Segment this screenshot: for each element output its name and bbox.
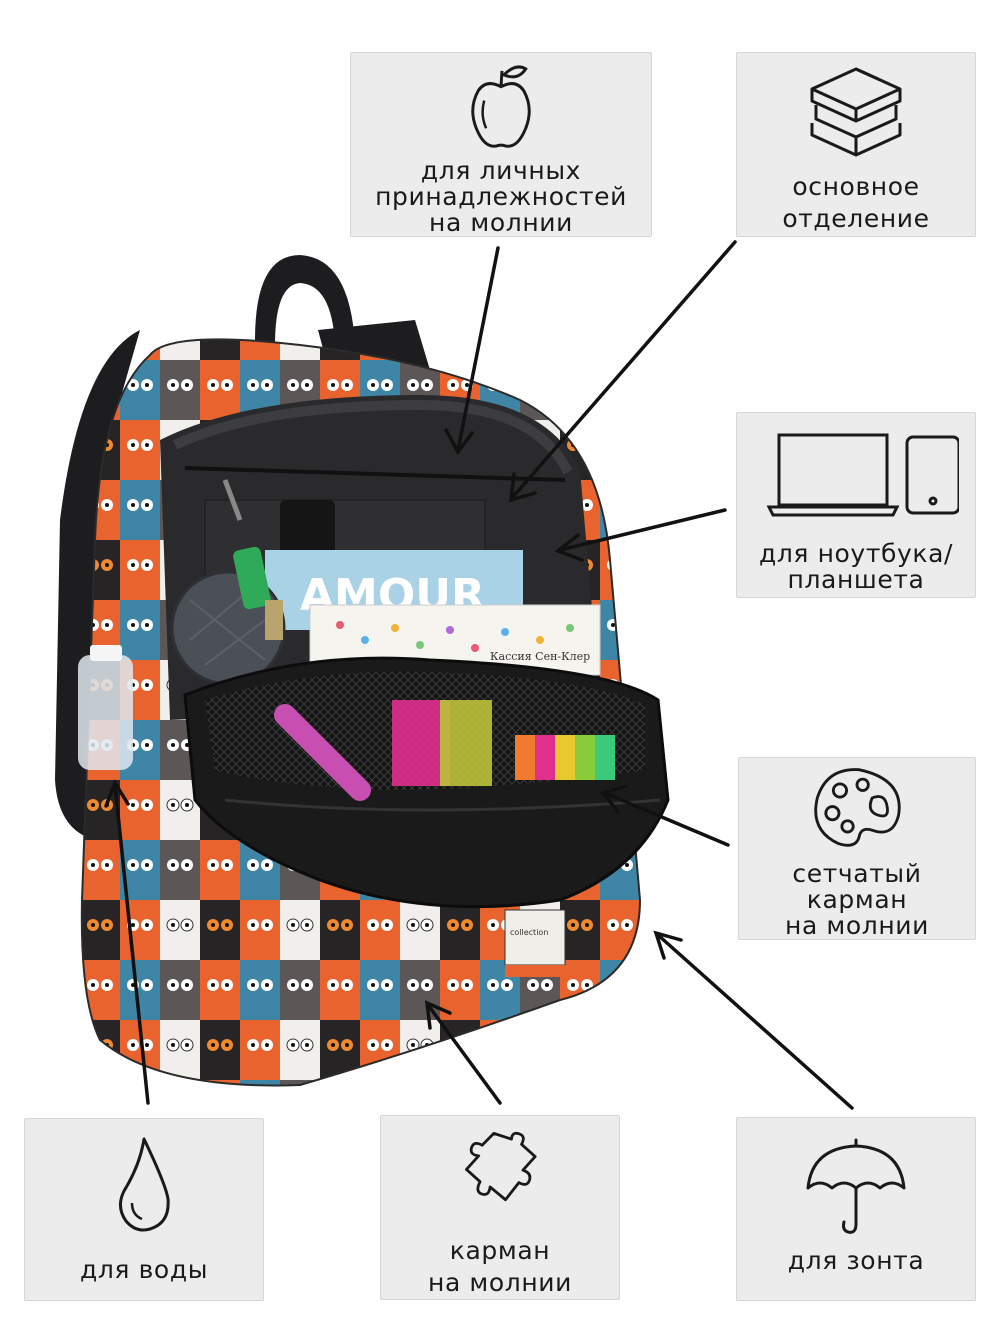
callout-umbrella-label: для зонта	[787, 1246, 925, 1275]
callout-personal-label: для личных принадлежностей на молнии	[375, 156, 627, 237]
callout-laptop-label: для ноутбука/ планшета	[758, 539, 954, 594]
book-author: Кассия Сен-Клер	[490, 650, 590, 663]
callout-umbrella: для зонта	[736, 1117, 976, 1301]
water-drop-icon	[119, 1137, 170, 1232]
laptop-tablet-icon	[766, 433, 959, 517]
umbrella-icon	[806, 1138, 906, 1234]
patch-text: collection	[510, 928, 548, 937]
callout-laptop-tablet: для ноутбука/ планшета	[736, 412, 976, 598]
apple-icon	[471, 65, 531, 148]
top-handle	[255, 255, 355, 345]
callout-zip-pocket: карман на молнии	[380, 1115, 620, 1300]
brand-patch	[504, 909, 566, 966]
arrow-laptop	[554, 508, 727, 562]
arrow-main	[508, 240, 737, 503]
callout-main-label: основное отделение	[782, 172, 930, 233]
books-icon	[810, 67, 902, 157]
palette-icon	[814, 768, 901, 847]
arrow-personal	[444, 246, 500, 456]
water-bottle	[78, 655, 133, 770]
green-key	[233, 546, 271, 610]
arrow-mesh	[600, 784, 730, 847]
arrow-water	[104, 779, 150, 1105]
callout-zip-pocket-label: карман на молнии	[428, 1236, 572, 1297]
arrow-zip-pocket	[424, 1000, 502, 1105]
callout-water-label: для воды	[79, 1255, 209, 1284]
callout-personal-items: для личных принадлежностей на молнии	[350, 52, 652, 237]
puzzle-icon	[465, 1131, 537, 1202]
callout-water: для воды	[24, 1118, 264, 1301]
callout-mesh-label: сетчатый карман на молнии	[785, 859, 929, 940]
callout-mesh-pocket: сетчатый карман на молнии	[738, 757, 976, 940]
callout-main-compartment: основное отделение	[736, 52, 976, 237]
arrow-umbrella	[653, 930, 854, 1110]
